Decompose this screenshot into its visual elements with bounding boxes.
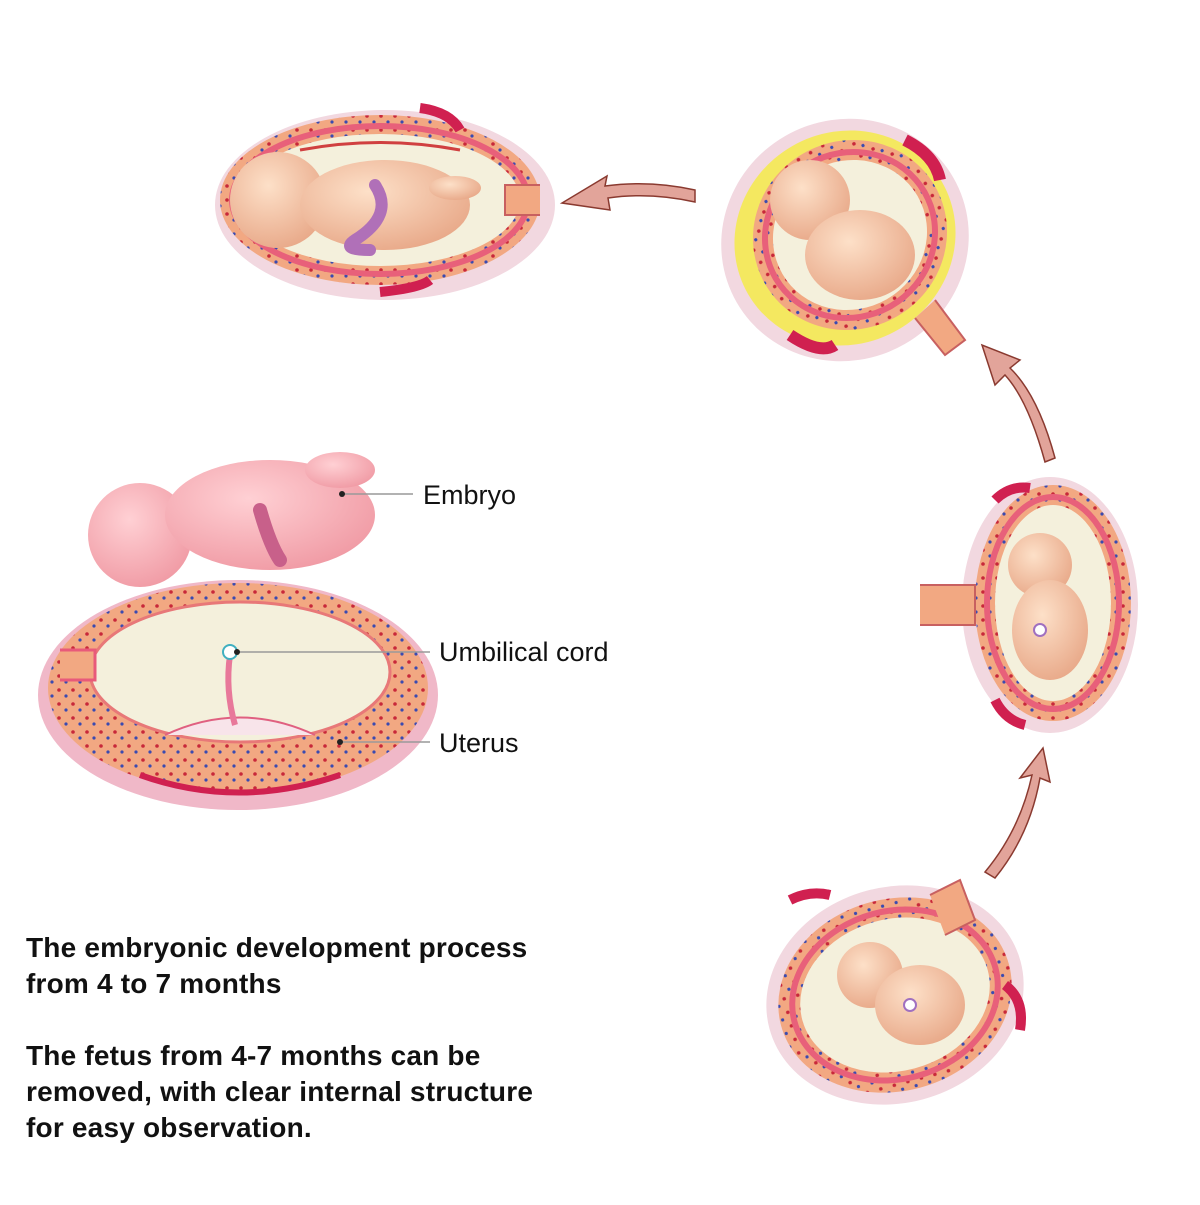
caption-title: The embryonic development process from 4… — [26, 930, 527, 1002]
uterus-cross-section — [38, 580, 438, 810]
leader-dot-uterus — [337, 739, 343, 745]
embryo-model — [88, 452, 375, 587]
caption-line-2: from 4 to 7 months — [26, 968, 282, 999]
fetus-6-months — [770, 160, 915, 300]
label-embryo: Embryo — [423, 480, 517, 510]
caption-description: The fetus from 4-7 months can be removed… — [26, 1038, 533, 1146]
label-umbilical-cord: Umbilical cord — [439, 637, 609, 667]
arrow-6-to-7 — [559, 174, 696, 211]
arrow-4-to-5 — [983, 746, 1052, 879]
leader-dot-umbilical — [234, 649, 240, 655]
caption-line-5: for easy observation. — [26, 1112, 312, 1143]
arrow-5-to-6 — [980, 343, 1056, 464]
fetus-7-months — [230, 152, 481, 256]
caption-line-4: removed, with clear internal structure — [26, 1076, 534, 1107]
leader-dot-embryo — [339, 491, 345, 497]
caption-line-1: The embryonic development process — [26, 932, 528, 963]
fetus-5-months — [1008, 533, 1088, 680]
label-uterus: Uterus — [439, 728, 519, 758]
caption-line-3: The fetus from 4-7 months can be — [26, 1040, 481, 1071]
fetus-4-months — [837, 942, 965, 1045]
